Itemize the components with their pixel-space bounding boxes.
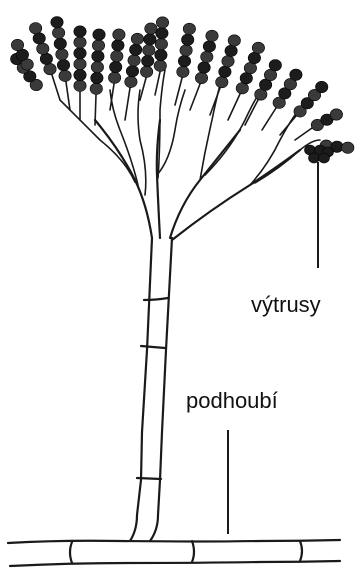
spore (154, 60, 166, 71)
spore (140, 66, 152, 77)
spore (240, 73, 252, 84)
spore (244, 62, 256, 73)
spore (342, 142, 354, 153)
spore (142, 55, 154, 66)
spore (156, 17, 168, 28)
spore (111, 51, 123, 62)
spore (51, 17, 63, 28)
spore (52, 27, 64, 38)
spore (144, 34, 156, 45)
spore (269, 60, 281, 71)
spore (91, 61, 103, 72)
spore (180, 45, 192, 56)
spore (37, 43, 49, 54)
spore (319, 153, 330, 163)
spore (74, 80, 86, 91)
spore (195, 72, 207, 83)
spore (59, 70, 71, 81)
spore (56, 49, 68, 60)
spore (201, 51, 213, 62)
spore (74, 26, 86, 37)
spore-chains (11, 17, 354, 164)
spore (126, 65, 138, 76)
spore (290, 69, 302, 80)
spore (156, 28, 168, 39)
spore (33, 33, 45, 44)
spore (178, 55, 190, 66)
spore (155, 49, 167, 60)
spore (44, 63, 56, 74)
spore (225, 45, 237, 56)
spore (219, 66, 231, 77)
spore (248, 52, 260, 63)
spore (252, 42, 264, 53)
spore (92, 51, 104, 62)
spore (330, 109, 342, 120)
spore (108, 72, 120, 83)
spore (131, 33, 143, 44)
spore (110, 61, 122, 72)
spore (228, 35, 240, 46)
spore (74, 37, 86, 48)
spore (309, 153, 320, 163)
spore (40, 53, 52, 64)
spore (206, 30, 218, 41)
spore (236, 83, 248, 94)
spore (29, 23, 41, 34)
spore (93, 29, 105, 40)
spore (216, 76, 228, 87)
mycelium-label: podhoubí (186, 388, 278, 413)
spore (11, 39, 23, 50)
spore (155, 38, 167, 49)
spore (183, 23, 195, 34)
spore (92, 40, 104, 51)
spore (91, 72, 103, 83)
spore (177, 66, 189, 77)
spore (125, 76, 137, 87)
spore (145, 23, 157, 34)
spore (57, 59, 69, 70)
spore (143, 45, 155, 56)
spore (130, 44, 142, 55)
spore (74, 48, 86, 59)
spore (203, 41, 215, 52)
spore (74, 58, 86, 69)
spore (128, 55, 140, 66)
spore (316, 81, 328, 92)
spore (198, 62, 210, 73)
conidiophore-stalk (130, 238, 172, 541)
spore (113, 29, 125, 40)
spore (182, 34, 194, 45)
spore (222, 56, 234, 67)
spore (90, 83, 102, 94)
spore (74, 69, 86, 80)
spores-label: výtrusy (251, 292, 321, 317)
mycelium-hyphae (8, 540, 340, 566)
spore (54, 38, 66, 49)
spore (112, 40, 124, 51)
